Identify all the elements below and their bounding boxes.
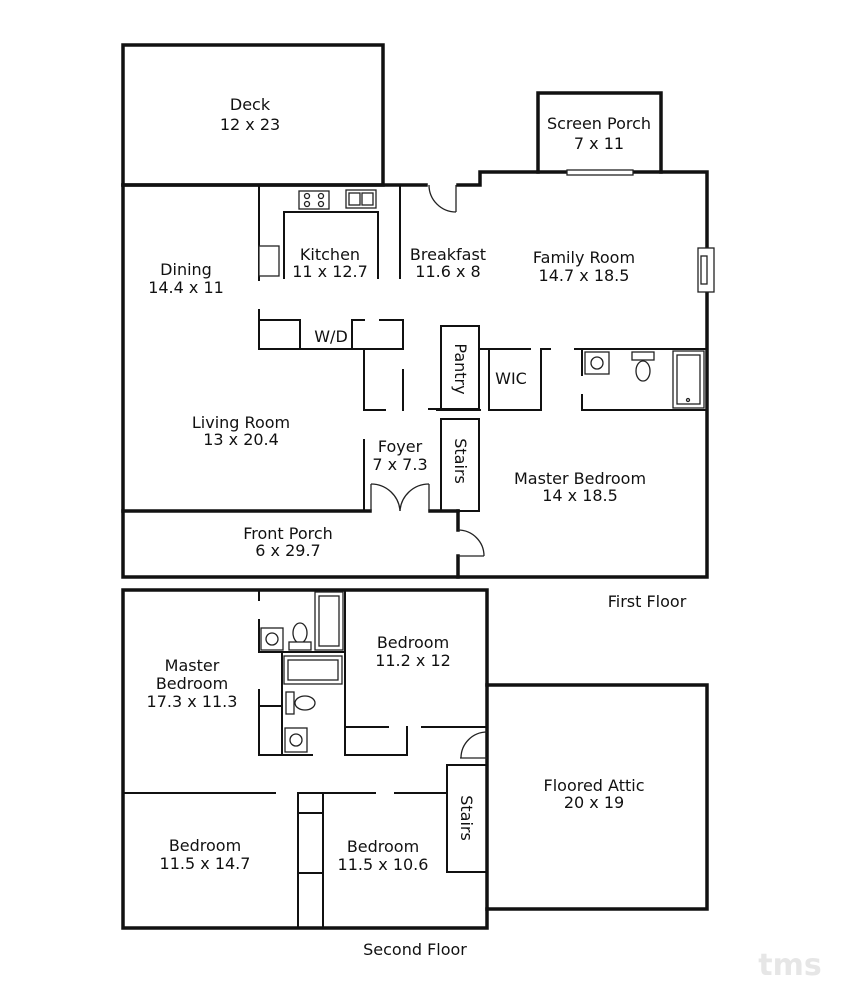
room-master-bedroom-size: 14 x 18.5 — [542, 486, 618, 505]
room-family-room-size: 14.7 x 18.5 — [539, 266, 630, 285]
watermark: tms — [758, 948, 821, 983]
room-bedroom-left-name: Bedroom — [169, 836, 241, 855]
room-screen-porch-name: Screen Porch — [547, 114, 651, 133]
room-floored-attic-size: 20 x 19 — [564, 793, 624, 812]
room-front-porch-name: Front Porch — [243, 524, 333, 543]
room-wic-name: WIC — [495, 369, 527, 388]
second-floor-labels: Master Bedroom 17.3 x 11.3 Bedroom 11.2 … — [147, 633, 645, 959]
first-floor-walls — [121, 43, 709, 579]
room-master-bedroom-name: Master Bedroom — [514, 469, 646, 488]
room-living-room-size: 13 x 20.4 — [203, 430, 279, 449]
first-floor-labels: Deck 12 x 23 Screen Porch 7 x 11 Dining … — [148, 95, 687, 611]
room-deck-size: 12 x 23 — [220, 115, 280, 134]
room-wd-name: W/D — [314, 327, 348, 346]
second-floor-walls — [121, 588, 709, 930]
room-bedroom-right-name: Bedroom — [347, 837, 419, 856]
room-dining-name: Dining — [160, 260, 212, 279]
room-front-porch-size: 6 x 29.7 — [255, 541, 320, 560]
room-dining-size: 14.4 x 11 — [148, 278, 224, 297]
second-floor-fixtures — [260, 591, 488, 759]
room-bedroom-upper-name: Bedroom — [377, 633, 449, 652]
room-master-bedroom-2-name-line2: Bedroom — [156, 674, 228, 693]
room-living-room-name: Living Room — [192, 413, 290, 432]
room-foyer-name: Foyer — [378, 437, 423, 456]
room-breakfast-size: 11.6 x 8 — [415, 262, 480, 281]
room-foyer-size: 7 x 7.3 — [372, 455, 427, 474]
first-floor-doors — [370, 184, 485, 557]
floor-label-first: First Floor — [608, 592, 687, 611]
room-master-bedroom-2-name: Master — [165, 656, 220, 675]
room-pantry-name: Pantry — [451, 343, 470, 394]
room-kitchen-name: Kitchen — [300, 245, 360, 264]
first-floor-fixtures — [258, 169, 715, 409]
floor-label-second: Second Floor — [363, 940, 467, 959]
room-bedroom-right-size: 11.5 x 10.6 — [338, 855, 429, 874]
room-deck-name: Deck — [230, 95, 271, 114]
room-stairs-2-name: Stairs — [457, 795, 476, 841]
room-stairs-name: Stairs — [451, 438, 470, 484]
room-breakfast-name: Breakfast — [410, 245, 486, 264]
room-bedroom-left-size: 11.5 x 14.7 — [160, 854, 251, 873]
room-master-bedroom-2-size: 17.3 x 11.3 — [147, 692, 238, 711]
room-family-room-name: Family Room — [533, 248, 635, 267]
room-kitchen-size: 11 x 12.7 — [292, 262, 368, 281]
room-floored-attic-name: Floored Attic — [544, 776, 645, 795]
room-bedroom-upper-size: 11.2 x 12 — [375, 651, 451, 670]
room-screen-porch-size: 7 x 11 — [574, 134, 624, 153]
